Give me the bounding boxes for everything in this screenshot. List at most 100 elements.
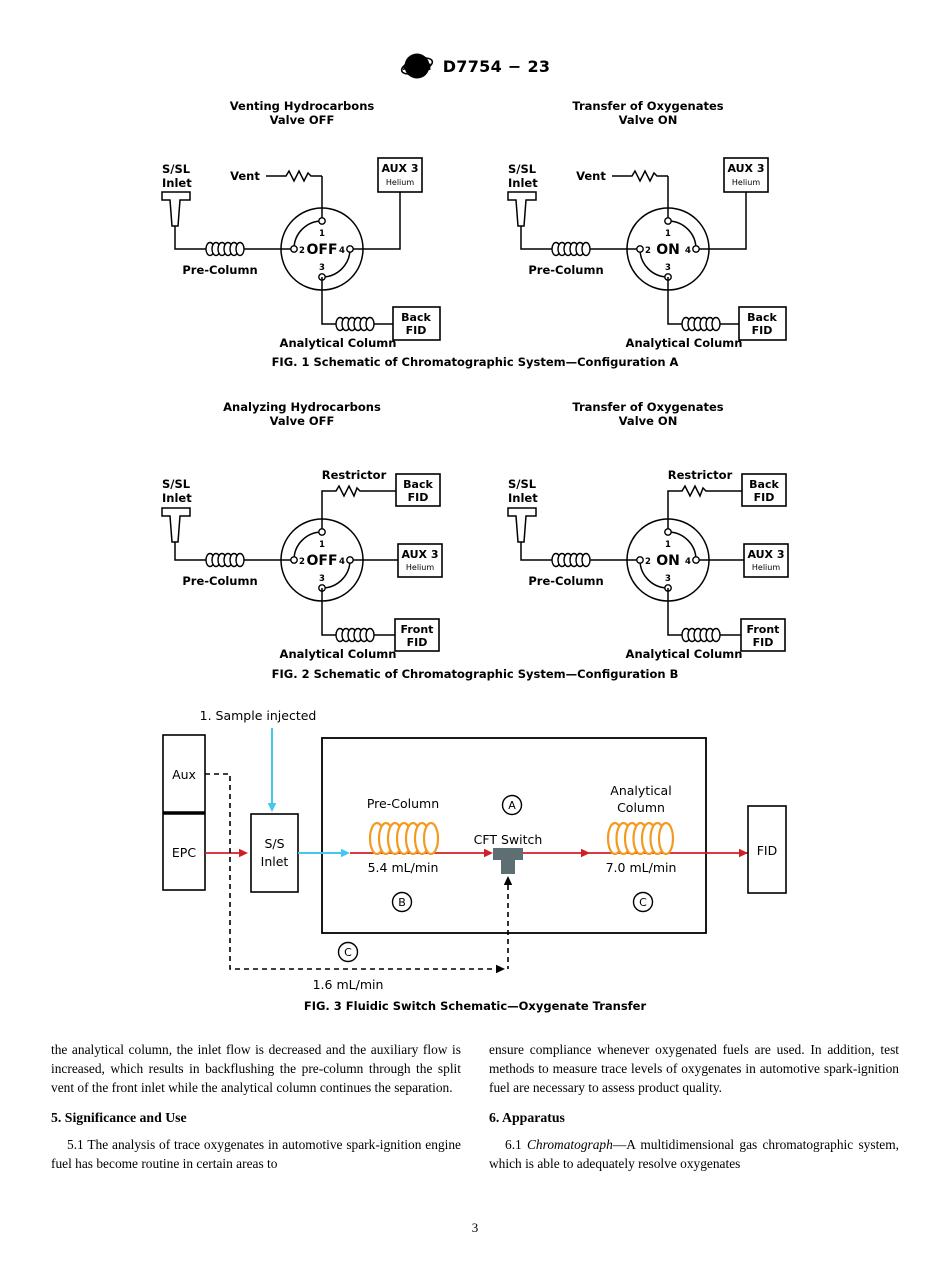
fig1-caption: FIG. 1 Schematic of Chromatographic Syst… bbox=[271, 355, 679, 369]
vent-label: Vent bbox=[230, 169, 260, 183]
header: ASTM D7754 − 23 bbox=[0, 50, 950, 82]
diagram-subtitle: Valve ON bbox=[619, 414, 678, 428]
cft-switch-label: CFT Switch bbox=[474, 832, 543, 847]
ss-inlet-box bbox=[250, 813, 299, 893]
analytical-column-label: Analytical Column bbox=[280, 647, 397, 661]
aux-flow-right-arrow bbox=[496, 964, 505, 974]
ssl-inlet-label: S/SL bbox=[508, 477, 537, 491]
pre-column-coil bbox=[551, 241, 591, 257]
back-fid-box bbox=[395, 473, 441, 507]
fig2-caption: FIG. 2 Schematic of Chromatographic Syst… bbox=[271, 667, 679, 681]
inlet-tubing bbox=[174, 542, 294, 561]
para-6-1-text: —A multidimensional gas chromatographic … bbox=[489, 1137, 899, 1171]
port-2 bbox=[290, 556, 298, 564]
port-4 bbox=[346, 245, 354, 253]
astm-logo-icon: ASTM bbox=[400, 53, 433, 79]
fig1-left-diagram: Venting Hydrocarbons Valve OFF S/SL Inle… bbox=[161, 99, 441, 350]
point-c2-label: C bbox=[344, 946, 352, 959]
body-right-para1: ensure compliance whenever oxygenated fu… bbox=[489, 1042, 899, 1095]
point-c-label: C bbox=[639, 896, 647, 909]
sample-arrow bbox=[267, 803, 277, 812]
port-1 bbox=[318, 528, 326, 536]
vent-restrictor-line bbox=[266, 169, 322, 183]
diagram-title: Venting Hydrocarbons bbox=[230, 99, 375, 113]
section-6-heading: 6. Apparatus bbox=[489, 1110, 565, 1125]
body-right-column: ensure compliance whenever oxygenated fu… bbox=[489, 1040, 899, 1173]
pre-column-coil bbox=[205, 552, 245, 568]
aux3-label: AUX 3 bbox=[727, 162, 764, 175]
back-fid-box bbox=[738, 306, 787, 341]
analytical-column-label: Analytical Column bbox=[280, 336, 397, 350]
aux3-label: AUX 3 bbox=[401, 548, 438, 561]
analytical-column-label: Analytical Column bbox=[626, 647, 743, 661]
back-fid-label: Back bbox=[747, 311, 777, 324]
port-2 bbox=[636, 245, 644, 253]
valve-state: OFF bbox=[306, 553, 337, 569]
ssl-inlet-label2: Inlet bbox=[162, 176, 192, 190]
port-1 bbox=[664, 217, 672, 225]
ss-inlet-label2: Inlet bbox=[261, 854, 289, 869]
back-fid-label2: FID bbox=[406, 324, 427, 337]
pre-column-flow-label: 5.4 mL/min bbox=[368, 860, 439, 875]
port-3-label: 3 bbox=[319, 574, 325, 584]
para-6-1-term: Chromatograph bbox=[527, 1137, 613, 1152]
port-1-label: 1 bbox=[665, 229, 671, 239]
helium-label: Helium bbox=[752, 563, 780, 572]
ssl-inlet-label2: Inlet bbox=[508, 491, 538, 505]
fig3-diagram: 1. Sample injected Aux EPC S/S Inlet bbox=[162, 708, 787, 992]
aux3-label: AUX 3 bbox=[381, 162, 418, 175]
body-right-para2: 6.1 Chromatograph—A multidimensional gas… bbox=[489, 1135, 899, 1173]
analytical-column-label2: Column bbox=[617, 800, 665, 815]
analytical-column-label: Analytical bbox=[610, 783, 671, 798]
fig3-caption: FIG. 3 Fluidic Switch Schematic—Oxygenat… bbox=[303, 999, 647, 1013]
port-2 bbox=[636, 556, 644, 564]
cft-switch-body bbox=[493, 848, 523, 860]
ssl-inlet-label: S/SL bbox=[162, 477, 191, 491]
inlet-glyph bbox=[161, 507, 191, 543]
document-number: D7754 − 23 bbox=[442, 56, 551, 76]
ssl-inlet-label: S/SL bbox=[508, 162, 537, 176]
pre-column-flow-arrow bbox=[484, 848, 493, 858]
front-fid-box bbox=[740, 618, 786, 652]
analytical-column-coil bbox=[335, 627, 375, 643]
port-4-label: 4 bbox=[339, 246, 345, 256]
ssl-inlet-label: S/SL bbox=[162, 162, 191, 176]
body-left-para2: 5.1 The analysis of trace oxygenates in … bbox=[51, 1137, 461, 1171]
back-fid-label2: FID bbox=[754, 491, 775, 504]
port-2-label: 2 bbox=[299, 246, 305, 256]
back-fid-label: Back bbox=[403, 478, 433, 491]
ssl-inlet-label2: Inlet bbox=[508, 176, 538, 190]
analytical-column-coil bbox=[681, 627, 721, 643]
diagram-title: Analyzing Hydrocarbons bbox=[223, 400, 381, 414]
analytical-flow-arrow bbox=[581, 848, 590, 858]
restrictor-label: Restrictor bbox=[668, 468, 733, 482]
aux3-box bbox=[743, 543, 789, 578]
port-1 bbox=[664, 528, 672, 536]
inlet-tubing bbox=[520, 542, 640, 561]
pre-column-coil bbox=[205, 241, 245, 257]
valve-channel-1-4 bbox=[667, 531, 697, 561]
port-4-label: 4 bbox=[685, 557, 691, 567]
aux3-tubing bbox=[350, 192, 401, 250]
diagram-subtitle: Valve OFF bbox=[270, 113, 335, 127]
port-1 bbox=[318, 217, 326, 225]
front-fid-label: Front bbox=[401, 623, 434, 636]
diagram-title: Transfer of Oxygenates bbox=[572, 400, 723, 414]
sample-injected-label: 1. Sample injected bbox=[200, 708, 317, 723]
para-6-1-number: 6.1 bbox=[505, 1137, 527, 1152]
port-4 bbox=[692, 245, 700, 253]
restrictor-label: Restrictor bbox=[322, 468, 387, 482]
back-fid-label2: FID bbox=[408, 491, 429, 504]
point-c2-circle bbox=[337, 941, 359, 963]
helium-label: Helium bbox=[406, 563, 434, 572]
cft-switch-stem bbox=[501, 860, 515, 874]
valve-channel-3-4 bbox=[321, 248, 351, 278]
valve-state: OFF bbox=[306, 242, 337, 258]
helium-label: Helium bbox=[732, 178, 760, 187]
epc-label: EPC bbox=[172, 845, 196, 860]
vent-restrictor-line bbox=[612, 169, 668, 183]
pre-column-coil bbox=[368, 821, 440, 856]
analytical-column-coil bbox=[681, 316, 721, 332]
front-fid-label: Front bbox=[747, 623, 780, 636]
